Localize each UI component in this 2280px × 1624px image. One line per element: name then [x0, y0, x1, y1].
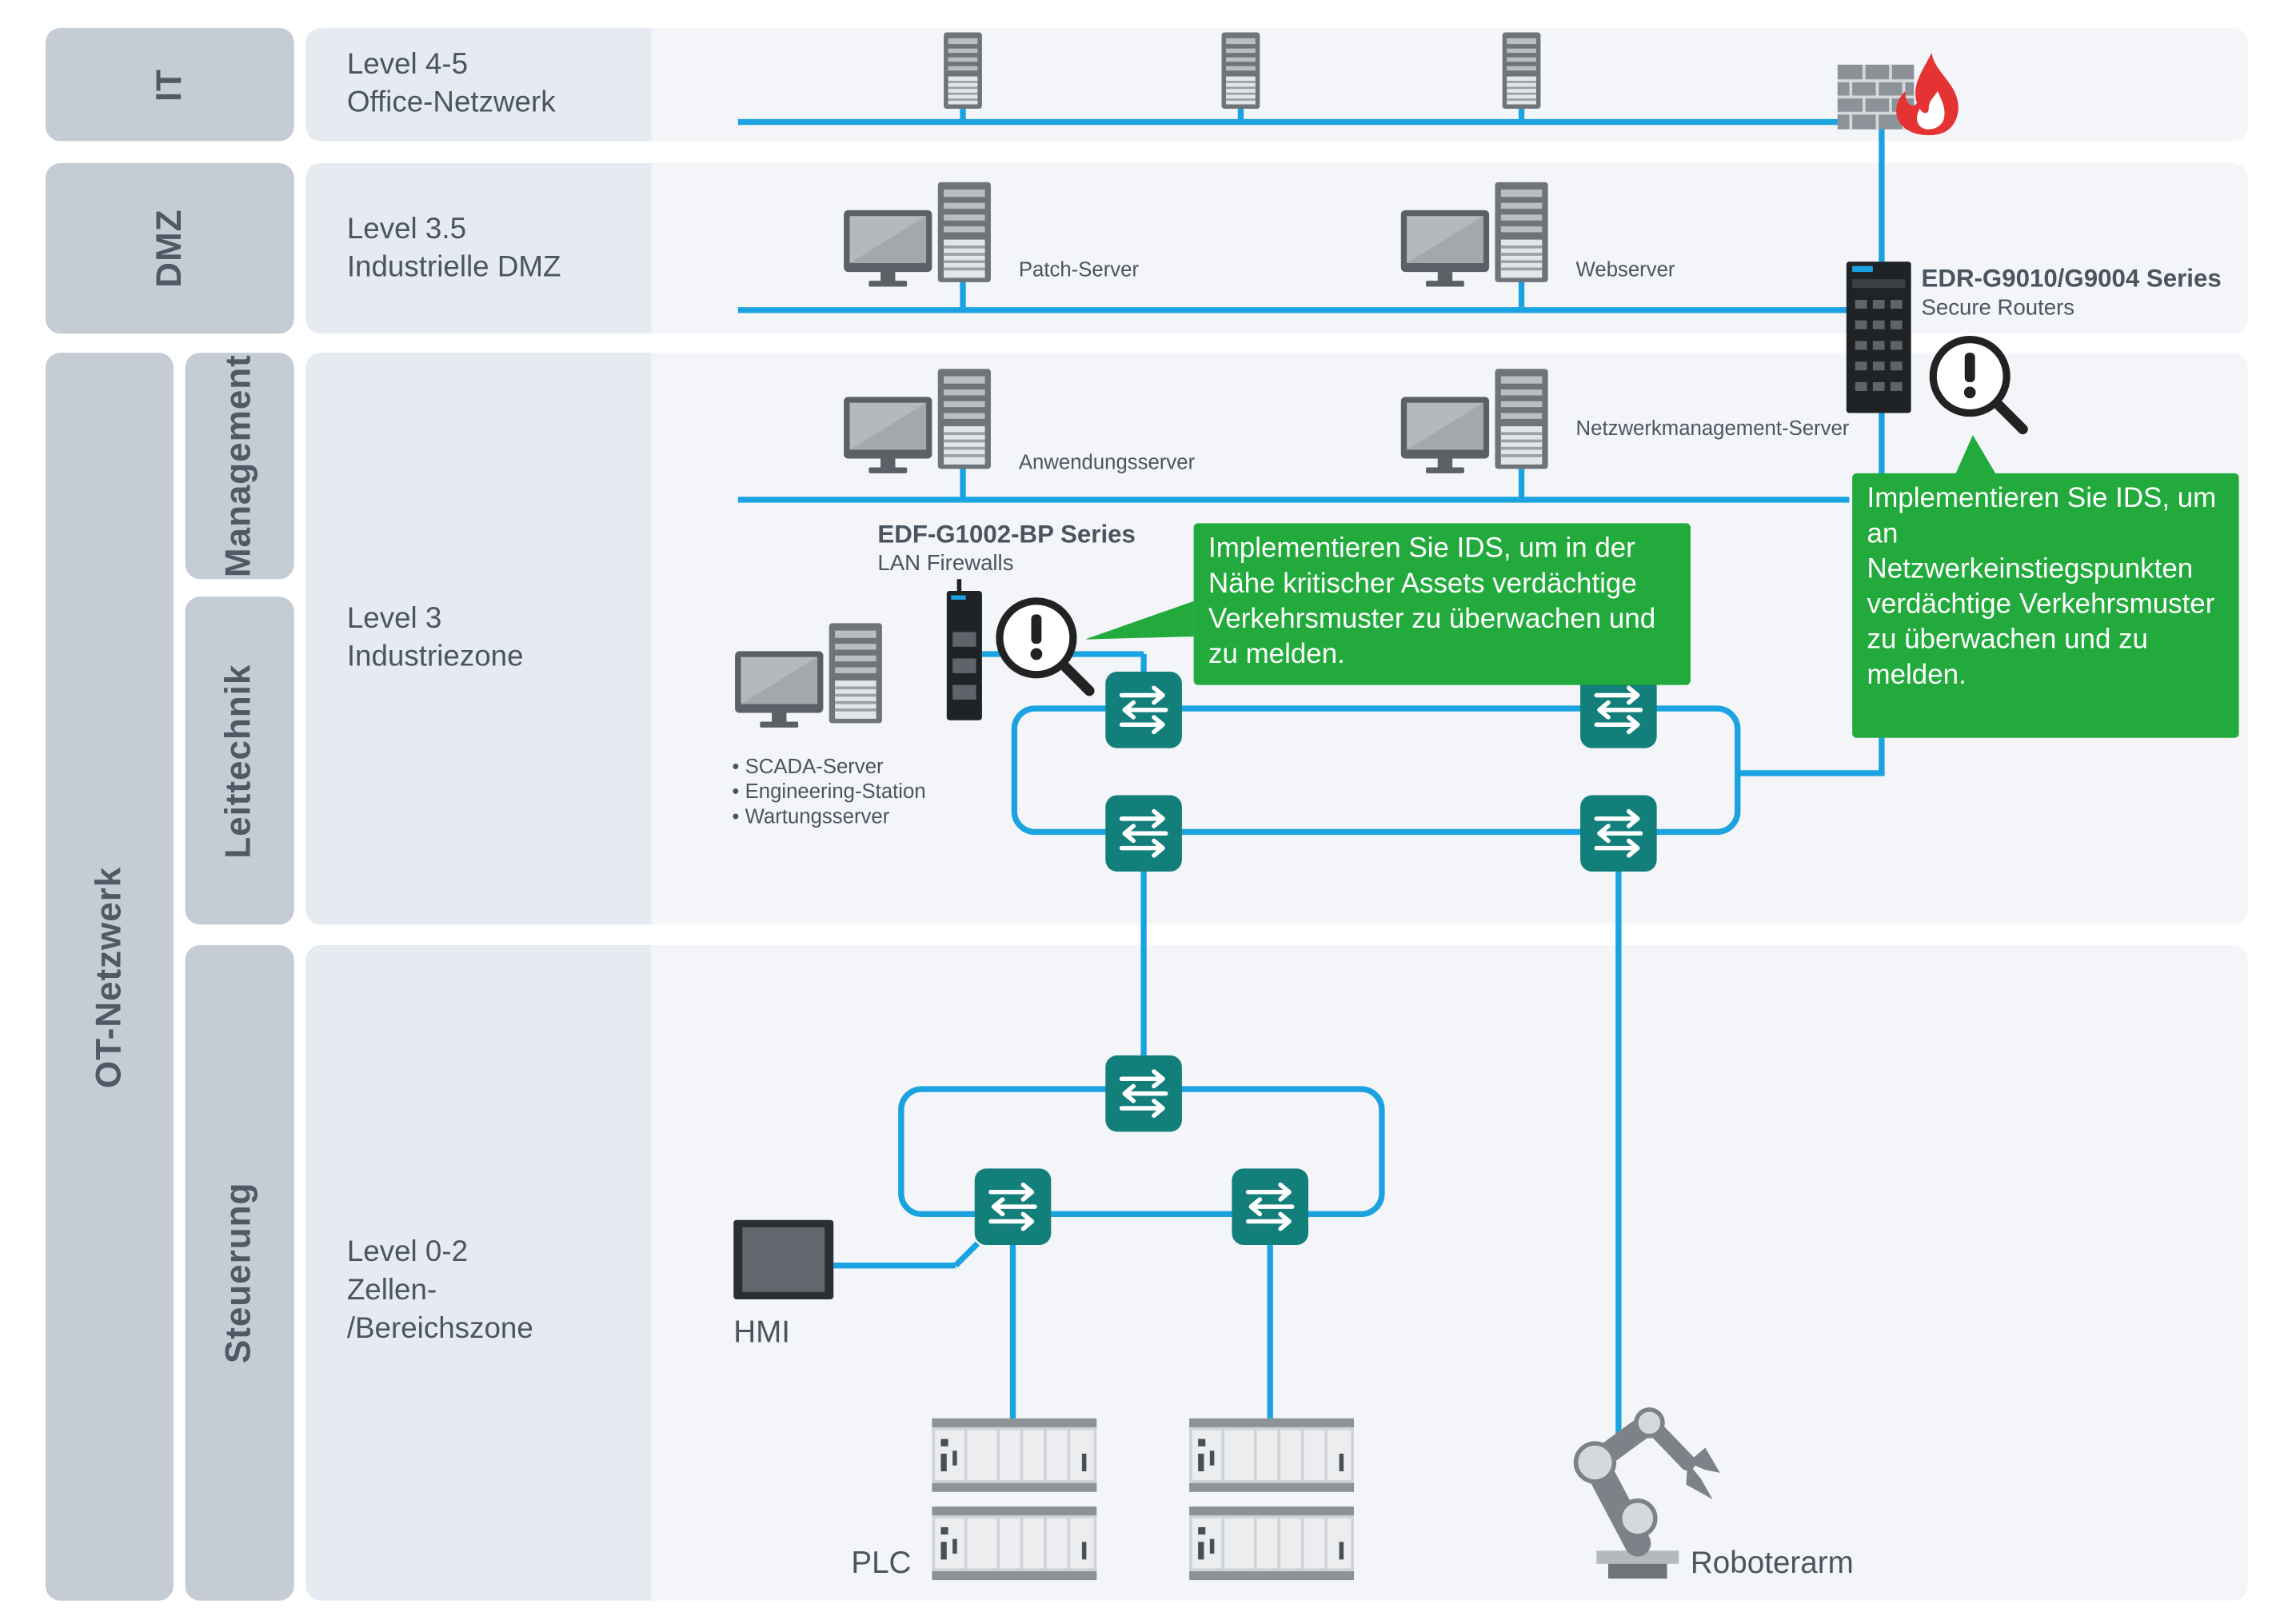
robot-arm-label: Roboterarm: [1690, 1546, 1854, 1581]
router-device-icon: [1846, 261, 1911, 413]
network-switch-icon-l3-3: [1105, 795, 1182, 872]
firewall-brick-icon: [1837, 53, 1959, 136]
hmi-panel-icon: [733, 1219, 834, 1299]
level-3-5-line2: Industrielle DMZ: [346, 251, 561, 284]
lan-firewall-type: LAN Firewalls: [877, 551, 1014, 577]
scada-tower-server-icon: [829, 623, 882, 724]
plc-rack-icon-2: [932, 1506, 1097, 1581]
level-4-5-line1: Level 4-5: [346, 48, 469, 82]
ids-callout-middle: Implementieren Sie IDS, um in der Nähe k…: [1193, 523, 1691, 685]
zone-steuerung: Steuerung: [185, 944, 294, 1601]
patch-tower-server-icon: [937, 182, 991, 282]
netmgmt-server-label: Netzwerkmanagement-Server: [1575, 416, 1850, 440]
plc-rack-icon-4: [1189, 1506, 1354, 1581]
hmi-label: HMI: [733, 1315, 791, 1350]
web-tower-server-icon: [1495, 182, 1548, 282]
scada-item-1: SCADA-Server: [745, 753, 884, 778]
network-switch-icon-l3-1: [1105, 672, 1182, 748]
level-0-2-line2: Zellen-: [346, 1274, 437, 1307]
zone-it: IT: [45, 27, 294, 142]
level-4-5-line2: Office-Netzwerk: [346, 86, 556, 119]
level-3-name: Level 3 Industriezone: [347, 600, 524, 676]
ids-callout-right: Implementieren Sie IDS, um an Netzwerkei…: [1852, 473, 2239, 738]
level-3-5-name: Level 3.5 Industrielle DMZ: [347, 210, 561, 287]
list-item: • Wartungsserver: [732, 804, 890, 828]
callout-right-pointer: [1955, 435, 1997, 475]
router-title: EDR-G9010/G9004 Series Secure Routers: [1922, 265, 2222, 324]
it-server-1-icon: [944, 32, 982, 110]
zone-dmz: DMZ: [45, 163, 294, 334]
webserver-label: Webserver: [1575, 257, 1675, 281]
patch-desktop-monitor-icon: [844, 209, 932, 287]
ids-magnifier-alert-icon-router: [1933, 340, 2022, 429]
network-switch-icon-l3-4: [1580, 795, 1657, 872]
app-desktop-monitor-icon: [844, 397, 932, 473]
network-switch-icon-l02-left: [975, 1168, 1052, 1245]
plc-rack-icon-1: [932, 1418, 1097, 1492]
robot-arm-icon: [1573, 1407, 1720, 1579]
it-server-3-icon: [1502, 32, 1541, 110]
web-desktop-monitor-icon: [1400, 209, 1490, 287]
netmgmt-tower-server-icon: [1495, 369, 1548, 469]
list-item: • Engineering-Station: [732, 779, 926, 803]
scada-list: • SCADA-Server • Engineering-Station • W…: [732, 754, 925, 829]
lan-firewall-title: EDF-G1002-BP Series LAN Firewalls: [877, 521, 1135, 580]
router-type: Secure Routers: [1921, 295, 2075, 321]
scada-item-2: Engineering-Station: [745, 779, 926, 803]
scada-desktop-monitor-icon: [735, 651, 824, 728]
callout-middle-pointer: [1084, 601, 1194, 640]
level-0-2-name: Level 0-2 Zellen- /Bereichszone: [347, 1233, 533, 1347]
level-3-line1: Level 3: [346, 602, 442, 636]
ids-magnifier-alert-icon-firewall: [1000, 601, 1089, 691]
patch-server-label: Patch-Server: [1018, 257, 1140, 281]
it-server-2-icon: [1221, 32, 1260, 110]
router-name: EDR-G9010/G9004 Series: [1921, 264, 2222, 293]
level-3-line2: Industriezone: [346, 640, 524, 673]
zone-ot: OT-Netzwerk: [45, 353, 174, 1601]
plc-rack-icon-3: [1189, 1418, 1354, 1492]
zone-management: Management: [185, 353, 294, 580]
level-3-5-line1: Level 3.5: [346, 213, 467, 245]
panel-level-3-5: [305, 163, 2248, 334]
level-0-2-line3: /Bereichszone: [346, 1312, 533, 1345]
scada-item-3: Wartungsserver: [745, 804, 890, 828]
network-switch-icon-l02-right: [1232, 1168, 1308, 1245]
plc-label: PLC: [851, 1546, 912, 1581]
netmgmt-desktop-monitor-icon: [1400, 397, 1490, 473]
level-4-5-name: Level 4-5 Office-Netzwerk: [347, 46, 556, 122]
app-tower-server-icon: [937, 369, 991, 469]
lan-firewall-name: EDF-G1002-BP Series: [877, 520, 1136, 549]
app-server-label: Anwendungsserver: [1018, 449, 1196, 473]
level-0-2-line1: Level 0-2: [346, 1235, 469, 1269]
list-item: • SCADA-Server: [732, 753, 884, 778]
lan-firewall-device-icon: [946, 579, 982, 720]
zone-leittechnik: Leittechnik: [185, 597, 294, 925]
network-switch-icon-l02-top: [1105, 1055, 1182, 1132]
